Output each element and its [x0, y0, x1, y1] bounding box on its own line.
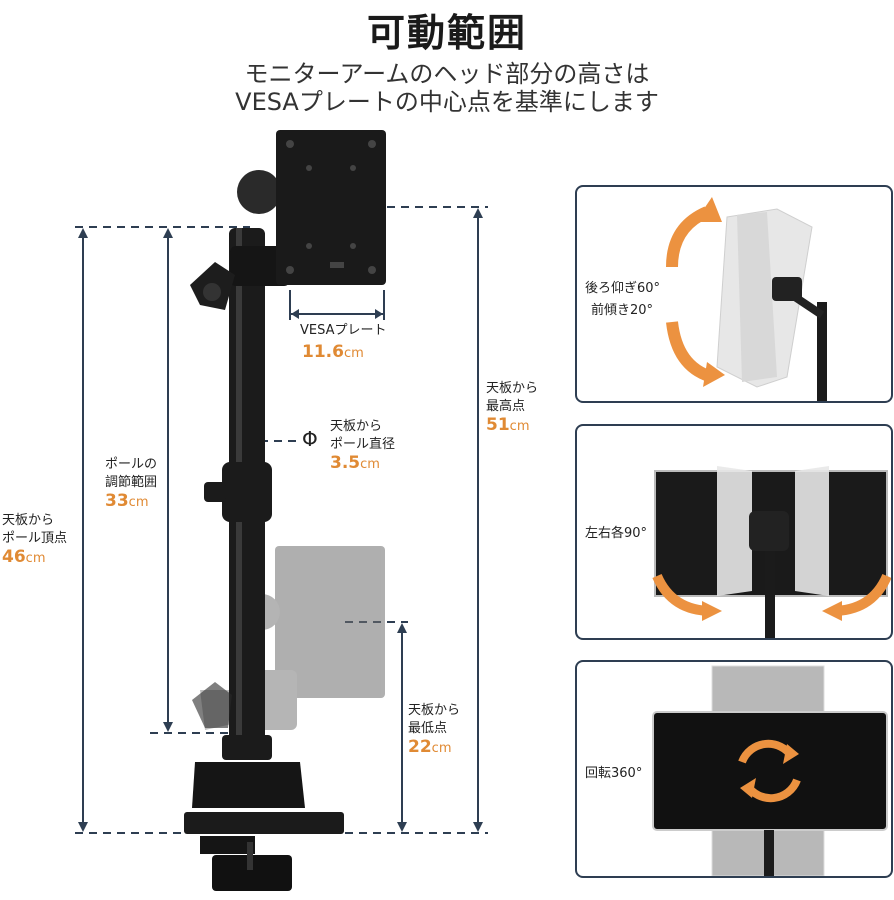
- swivel-panel: 左右各90°: [575, 424, 893, 640]
- min-height-line1: 天板から: [408, 703, 461, 718]
- pole-diameter-label: 天板から ポール直径 3.5cm: [330, 418, 395, 474]
- min-height-value: 22: [408, 737, 432, 757]
- vesa-value: 11.6: [302, 342, 344, 362]
- tilt-panel: 後ろ仰ぎ60° 前傾き20°: [575, 185, 893, 403]
- pole-top-label: 天板から ポール頂点 46cm: [2, 512, 70, 568]
- subtitle-line-1: モニターアームのヘッド部分の高さは: [244, 60, 650, 88]
- swivel-label: 左右各90°: [585, 526, 648, 541]
- subtitle-line-2: VESAプレートの中心点を基準にします: [235, 88, 659, 116]
- min-height-line2: 最低点: [408, 721, 448, 736]
- pole-top-unit: cm: [25, 551, 46, 566]
- rotate-illustration: [652, 665, 888, 876]
- max-height-line1: 天板から: [486, 381, 539, 396]
- vesa-size: 11.6cm: [302, 343, 364, 363]
- pole-adjust-unit: cm: [128, 495, 149, 510]
- min-height-label: 天板から 最低点 22cm: [408, 702, 460, 758]
- tilt-line1: 後ろ仰ぎ60°: [585, 281, 661, 296]
- tilt-line2: 前傾き20°: [591, 303, 654, 318]
- vesa-unit: cm: [343, 346, 364, 361]
- pole-top-line1: 天板から: [2, 513, 55, 528]
- pole-top-line2: ポール頂点: [2, 531, 68, 546]
- pole-diameter-unit: cm: [360, 457, 380, 472]
- pole-diameter-line2: ポール直径: [330, 437, 396, 452]
- pole-diameter-line1: 天板から: [330, 419, 383, 434]
- max-height-unit: cm: [509, 419, 530, 434]
- rotate-label: 回転360°: [585, 766, 643, 781]
- page-title: 可動範囲: [366, 11, 527, 55]
- max-height-label: 天板から 最高点 51cm: [486, 380, 538, 436]
- swivel-illustration: [652, 466, 891, 638]
- pole-top-value: 46: [2, 547, 26, 567]
- min-height-unit: cm: [431, 741, 452, 756]
- pole-adjust-label: ポールの 調節範囲 33cm: [105, 456, 157, 512]
- vesa-label: VESAプレート: [300, 323, 387, 338]
- pole-diameter-value: 3.5: [330, 453, 361, 473]
- max-height-value: 51: [486, 415, 510, 435]
- rotate-panel: 回転360°: [575, 660, 893, 878]
- monitor-arm-illustration: [75, 130, 488, 891]
- max-height-line2: 最高点: [486, 399, 526, 414]
- pole-adjust-line2: 調節範囲: [105, 475, 158, 490]
- pole-adjust-line1: ポールの: [105, 457, 158, 472]
- pole-adjust-value: 33: [105, 491, 129, 511]
- diameter-symbol: Φ: [302, 427, 318, 451]
- tilt-illustration: [666, 197, 827, 401]
